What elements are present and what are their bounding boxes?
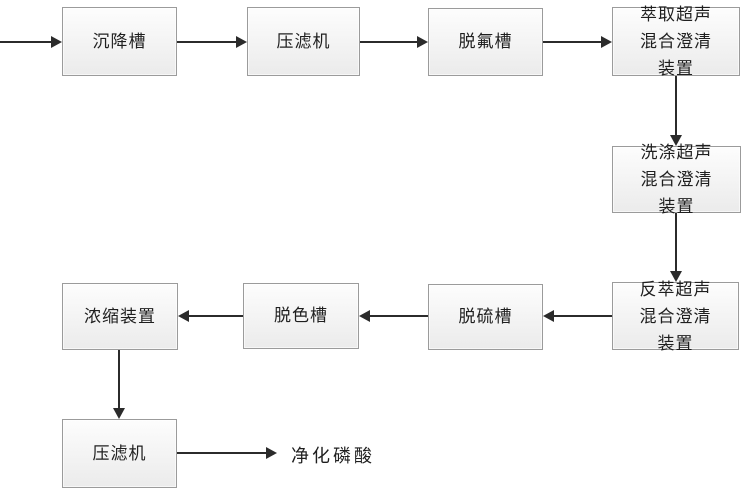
arrow-line xyxy=(177,41,236,43)
node-stripping-ultrasonic-mixer-settler: 反萃超声混合澄清装置 xyxy=(612,280,739,353)
arrowhead-right-icon xyxy=(266,447,277,459)
node-settling-tank: 沉降槽 xyxy=(62,7,177,76)
node-defluorination-tank: 脱氟槽 xyxy=(428,8,543,76)
node-filter-press-1: 压滤机 xyxy=(247,7,360,76)
arrowhead-left-icon xyxy=(178,310,189,322)
arrowhead-right-icon xyxy=(417,36,428,48)
arrowhead-left-icon xyxy=(359,310,370,322)
arrowhead-right-icon xyxy=(51,36,62,48)
node-desulfurization-tank: 脱硫槽 xyxy=(428,284,543,350)
node-label: 脱色槽 xyxy=(274,306,328,325)
arrowhead-right-icon xyxy=(236,36,247,48)
node-label: 脱氟槽 xyxy=(458,32,513,51)
node-washing-ultrasonic-mixer-settler: 洗涤超声混合澄清装置 xyxy=(612,143,741,216)
arrow-line xyxy=(554,315,612,317)
output-label-purified-phosphoric-acid: 净化磷酸 xyxy=(291,446,375,466)
node-label: 浓缩装置 xyxy=(84,306,156,326)
arrowhead-down-icon xyxy=(670,135,682,146)
arrow-line xyxy=(118,350,120,408)
arrowhead-left-icon xyxy=(543,310,554,322)
arrow-line xyxy=(543,41,601,43)
arrow-line xyxy=(177,452,266,454)
arrow-line xyxy=(0,41,51,43)
arrow-line xyxy=(189,315,243,317)
node-concentration-device: 浓缩装置 xyxy=(62,283,178,350)
arrow-line xyxy=(370,315,428,317)
node-decolorization-tank: 脱色槽 xyxy=(243,283,359,349)
node-label: 洗涤超声混合澄清装置 xyxy=(640,143,713,216)
node-label: 沉降槽 xyxy=(92,31,147,51)
arrowhead-right-icon xyxy=(601,36,612,48)
node-label: 压滤机 xyxy=(276,31,331,51)
arrow-line xyxy=(360,41,417,43)
node-label: 压滤机 xyxy=(92,443,147,463)
arrowhead-down-icon xyxy=(670,271,682,282)
node-label: 脱硫槽 xyxy=(458,307,513,326)
node-label: 萃取超声混合澄清装置 xyxy=(639,5,712,78)
node-extraction-ultrasonic-mixer-settler: 萃取超声混合澄清装置 xyxy=(612,5,740,78)
node-filter-press-2: 压滤机 xyxy=(62,419,177,488)
arrow-line xyxy=(675,76,677,135)
arrowhead-down-icon xyxy=(113,408,125,419)
node-label: 反萃超声混合澄清装置 xyxy=(639,279,712,353)
arrow-line xyxy=(675,213,677,271)
